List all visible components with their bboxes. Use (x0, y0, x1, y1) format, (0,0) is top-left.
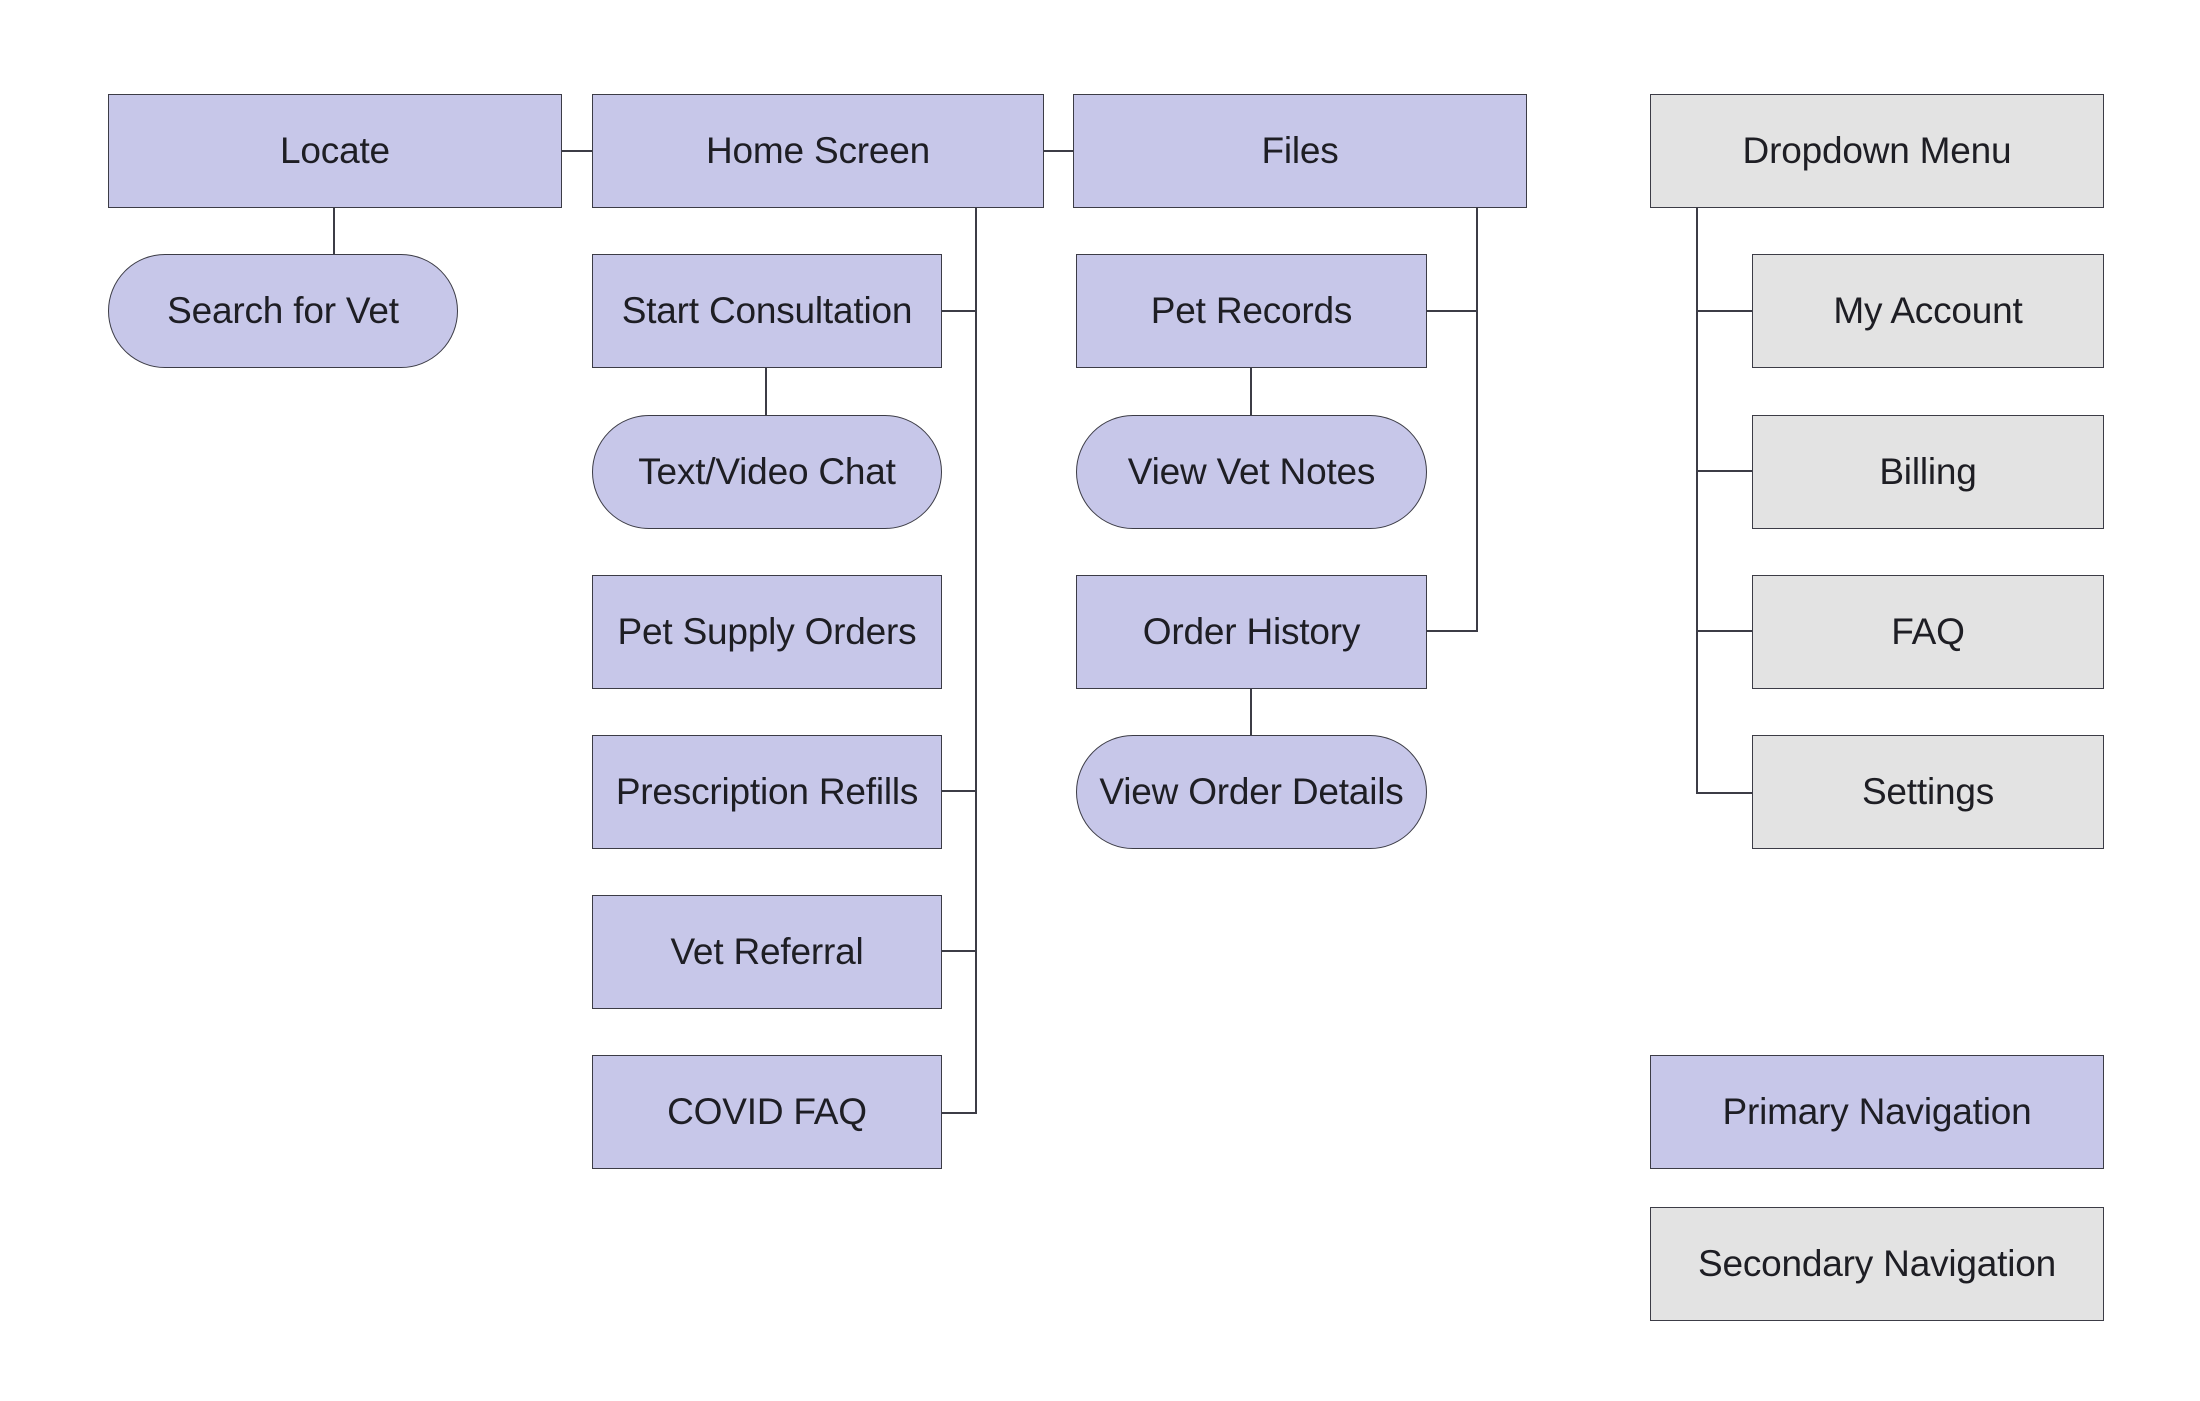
connector-trunk-start-consultation (940, 310, 977, 312)
node-faq: FAQ (1752, 575, 2104, 689)
node-dropdown-menu: Dropdown Menu (1650, 94, 2104, 208)
connector-locate-home (561, 150, 593, 152)
connector-files-trunk (1476, 208, 1478, 632)
connector-home-trunk (975, 208, 977, 1114)
legend-secondary-navigation: Secondary Navigation (1650, 1207, 2104, 1321)
node-order-history: Order History (1076, 575, 1427, 689)
connector-trunk-covid-faq (940, 1112, 977, 1114)
node-files: Files (1073, 94, 1527, 208)
connector-trunk-faq (1696, 630, 1753, 632)
connector-home-files (1043, 150, 1074, 152)
node-home-screen: Home Screen (592, 94, 1044, 208)
node-my-account: My Account (1752, 254, 2104, 368)
node-settings: Settings (1752, 735, 2104, 849)
connector-trunk-billing (1696, 470, 1753, 472)
node-pet-supply-orders: Pet Supply Orders (592, 575, 942, 689)
node-locate: Locate (108, 94, 562, 208)
connector-trunk-prescription-refills (940, 790, 977, 792)
node-vet-referral: Vet Referral (592, 895, 942, 1009)
connector-trunk-pet-records (1426, 310, 1478, 312)
connector-history-details (1250, 689, 1252, 737)
node-pet-records: Pet Records (1076, 254, 1427, 368)
node-text-video-chat: Text/Video Chat (592, 415, 942, 529)
legend-primary-navigation: Primary Navigation (1650, 1055, 2104, 1169)
connector-consultation-chat (765, 368, 767, 416)
node-covid-faq: COVID FAQ (592, 1055, 942, 1169)
node-view-order-details: View Order Details (1076, 735, 1427, 849)
node-view-vet-notes: View Vet Notes (1076, 415, 1427, 529)
connector-trunk-settings (1696, 792, 1753, 794)
connector-trunk-vet-referral (940, 950, 977, 952)
connector-dropdown-trunk (1696, 208, 1698, 794)
connector-trunk-order-history (1426, 630, 1478, 632)
connector-trunk-my-account (1696, 310, 1753, 312)
node-prescription-refills: Prescription Refills (592, 735, 942, 849)
connector-locate-search (333, 208, 335, 254)
node-start-consultation: Start Consultation (592, 254, 942, 368)
connector-records-notes (1250, 368, 1252, 416)
node-search-for-vet: Search for Vet (108, 254, 458, 368)
node-billing: Billing (1752, 415, 2104, 529)
